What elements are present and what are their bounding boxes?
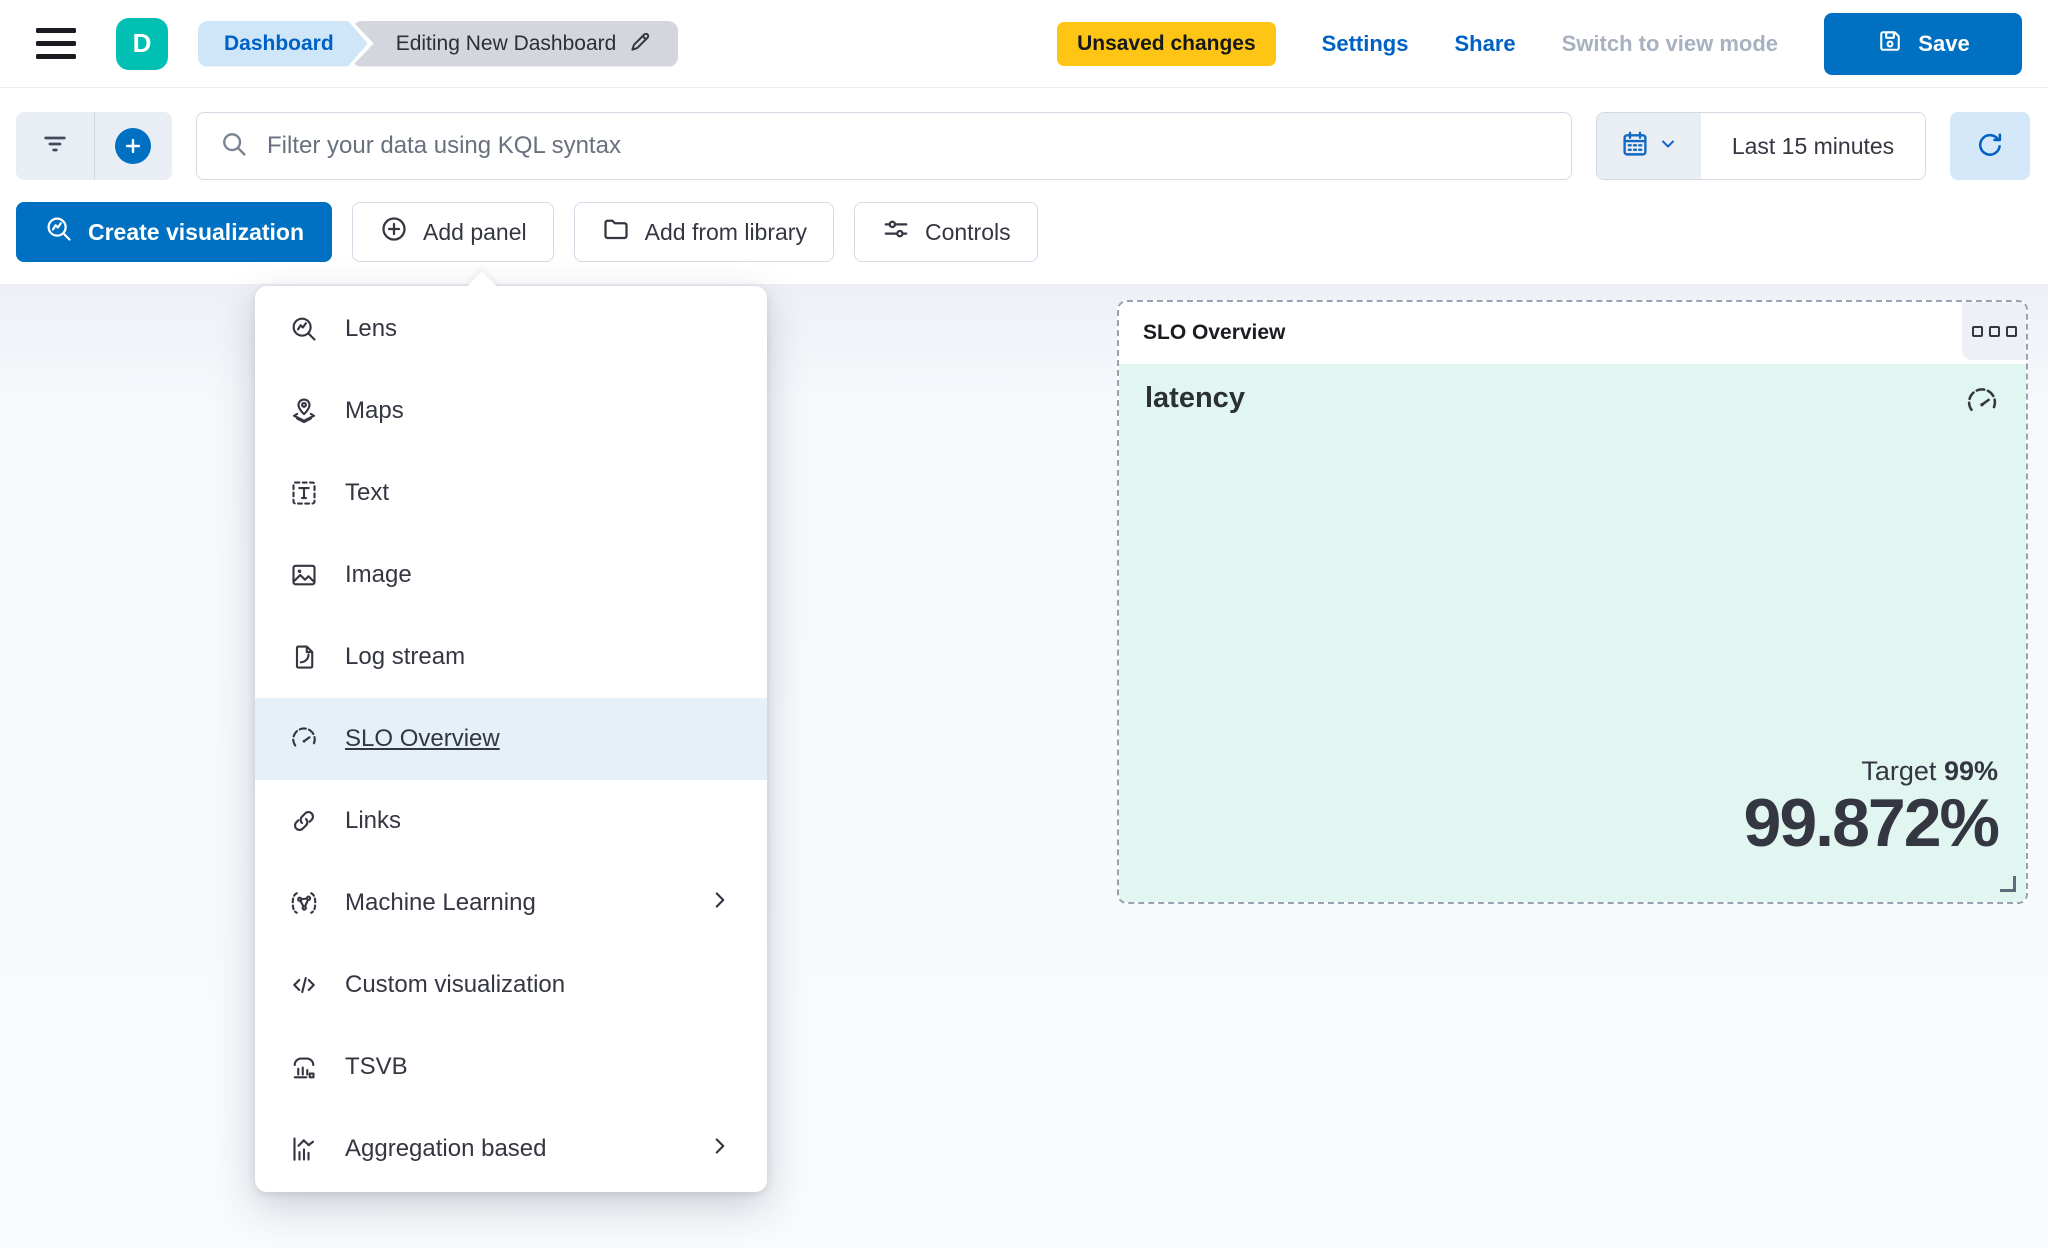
breadcrumb-editing-label: Editing New Dashboard xyxy=(395,31,617,55)
text-icon xyxy=(292,481,316,505)
menu-item-label: SLO Overview xyxy=(345,725,500,752)
menu-item-label: TSVB xyxy=(345,1053,408,1080)
add-panel-label: Add panel xyxy=(423,218,527,245)
chevron-down-icon xyxy=(1658,134,1678,159)
slo-name: latency xyxy=(1145,382,1245,414)
aggregation-icon xyxy=(293,1137,315,1161)
controls-button[interactable]: Controls xyxy=(853,202,1038,262)
panel-options-button[interactable] xyxy=(1962,302,2026,360)
menu-item-maps[interactable]: Maps xyxy=(255,370,767,452)
menu-item-log-stream[interactable]: Log stream xyxy=(255,616,767,698)
menu-item-label: Custom visualization xyxy=(345,971,566,998)
slo-target: Target 99% xyxy=(1744,756,1998,787)
search-icon xyxy=(219,129,249,164)
menu-item-machine-learning[interactable]: Machine Learning xyxy=(255,862,767,944)
lens-icon xyxy=(292,317,316,341)
menu-item-text[interactable]: Text xyxy=(255,452,767,534)
image-icon xyxy=(292,564,316,586)
lens-icon xyxy=(44,214,74,250)
time-picker-calendar-button[interactable] xyxy=(1597,113,1701,179)
calendar-icon xyxy=(1620,129,1650,164)
filter-control-group xyxy=(16,112,172,180)
menu-item-label: Machine Learning xyxy=(345,889,536,916)
top-chrome: D Dashboard Editing New Dashboard Unsave… xyxy=(0,0,2048,284)
dashboard-actions: Create visualization Add panel Add from … xyxy=(0,180,2048,262)
breadcrumb: Dashboard Editing New Dashboard xyxy=(198,20,679,67)
menu-item-aggregation-based[interactable]: Aggregation based xyxy=(255,1108,767,1190)
menu-item-tsvb[interactable]: TSVB xyxy=(255,1026,767,1108)
share-link[interactable]: Share xyxy=(1454,30,1516,56)
sli-value: 99.872% xyxy=(1743,784,2000,861)
panel-resize-handle[interactable] xyxy=(2000,876,2016,892)
time-picker: Last 15 minutes xyxy=(1596,112,1926,180)
refresh-icon xyxy=(1974,129,2006,164)
menu-item-lens[interactable]: Lens xyxy=(255,288,767,370)
save-button-label: Save xyxy=(1918,30,1970,56)
kql-search-input[interactable] xyxy=(267,132,1549,160)
menu-item-label: Lens xyxy=(345,315,398,342)
gauge-icon xyxy=(292,727,316,747)
sliders-icon xyxy=(881,214,911,250)
avatar[interactable]: D xyxy=(116,17,168,70)
slo-stats: Target 99% 99.872% xyxy=(1743,756,2000,861)
panel-header: SLO Overview xyxy=(1119,302,2026,364)
breadcrumb-editing-title[interactable]: Editing New Dashboard xyxy=(351,20,679,67)
log-stream-icon xyxy=(295,645,314,669)
time-range-value[interactable]: Last 15 minutes xyxy=(1731,132,1895,159)
menu-item-label: Text xyxy=(345,479,390,506)
menu-item-label: Image xyxy=(345,561,412,588)
menu-item-slo-overview[interactable]: SLO Overview xyxy=(255,698,767,780)
plus-circle-icon xyxy=(379,214,409,250)
boxes-horizontal-icon xyxy=(1971,325,1983,337)
header-actions: Unsaved changes Settings Share Switch to… xyxy=(1057,12,2022,75)
code-icon xyxy=(293,976,315,994)
tsvb-icon xyxy=(293,1057,315,1079)
slo-card: latency Target 99% 99.872% xyxy=(1119,364,2026,902)
create-visualization-button[interactable]: Create visualization xyxy=(16,202,333,262)
target-value: 99% xyxy=(1943,755,1998,786)
header-bar: D Dashboard Editing New Dashboard Unsave… xyxy=(0,0,2048,88)
menu-item-image[interactable]: Image xyxy=(255,534,767,616)
settings-link[interactable]: Settings xyxy=(1321,30,1409,56)
filter-menu-button[interactable] xyxy=(16,112,94,180)
pencil-icon xyxy=(628,28,654,60)
slo-overview-panel[interactable]: SLO Overview latency Target 99% 99.872% xyxy=(1117,300,2028,904)
add-panel-button[interactable]: Add panel xyxy=(352,202,554,262)
query-bar: Last 15 minutes xyxy=(0,88,2048,180)
gauge-icon xyxy=(1964,384,2000,425)
unsaved-changes-badge: Unsaved changes xyxy=(1057,21,1276,66)
panel-title: SLO Overview xyxy=(1143,321,1286,344)
menu-item-label: Aggregation based xyxy=(345,1135,547,1162)
add-from-library-label: Add from library xyxy=(644,218,807,245)
menu-item-label: Log stream xyxy=(345,643,466,670)
add-filter-plus-icon xyxy=(115,128,152,164)
switch-view-mode-link[interactable]: Switch to view mode xyxy=(1561,30,1778,56)
menu-hamburger-icon[interactable] xyxy=(36,28,76,59)
refresh-button[interactable] xyxy=(1950,112,2030,180)
maps-icon xyxy=(292,398,316,424)
kql-search-box xyxy=(196,112,1572,180)
controls-label: Controls xyxy=(924,218,1011,245)
create-visualization-label: Create visualization xyxy=(88,218,305,245)
add-panel-menu: Lens Maps Text Image Log stream xyxy=(255,271,767,1192)
target-label: Target xyxy=(1861,755,1937,786)
add-filter-button[interactable] xyxy=(93,112,173,180)
menu-item-label: Maps xyxy=(345,397,404,424)
save-button[interactable]: Save xyxy=(1824,12,2022,75)
chevron-right-icon xyxy=(707,1133,733,1166)
breadcrumb-dashboard[interactable]: Dashboard xyxy=(198,21,368,67)
folder-icon xyxy=(601,214,631,250)
add-from-library-button[interactable]: Add from library xyxy=(573,202,834,262)
machine-learning-icon xyxy=(291,892,317,914)
filter-icon xyxy=(39,128,71,165)
save-icon xyxy=(1876,27,1904,61)
chevron-right-icon xyxy=(707,887,733,920)
menu-item-links[interactable]: Links xyxy=(255,780,767,862)
menu-item-custom-visualization[interactable]: Custom visualization xyxy=(255,944,767,1026)
link-icon xyxy=(294,811,314,831)
menu-item-label: Links xyxy=(345,807,402,834)
